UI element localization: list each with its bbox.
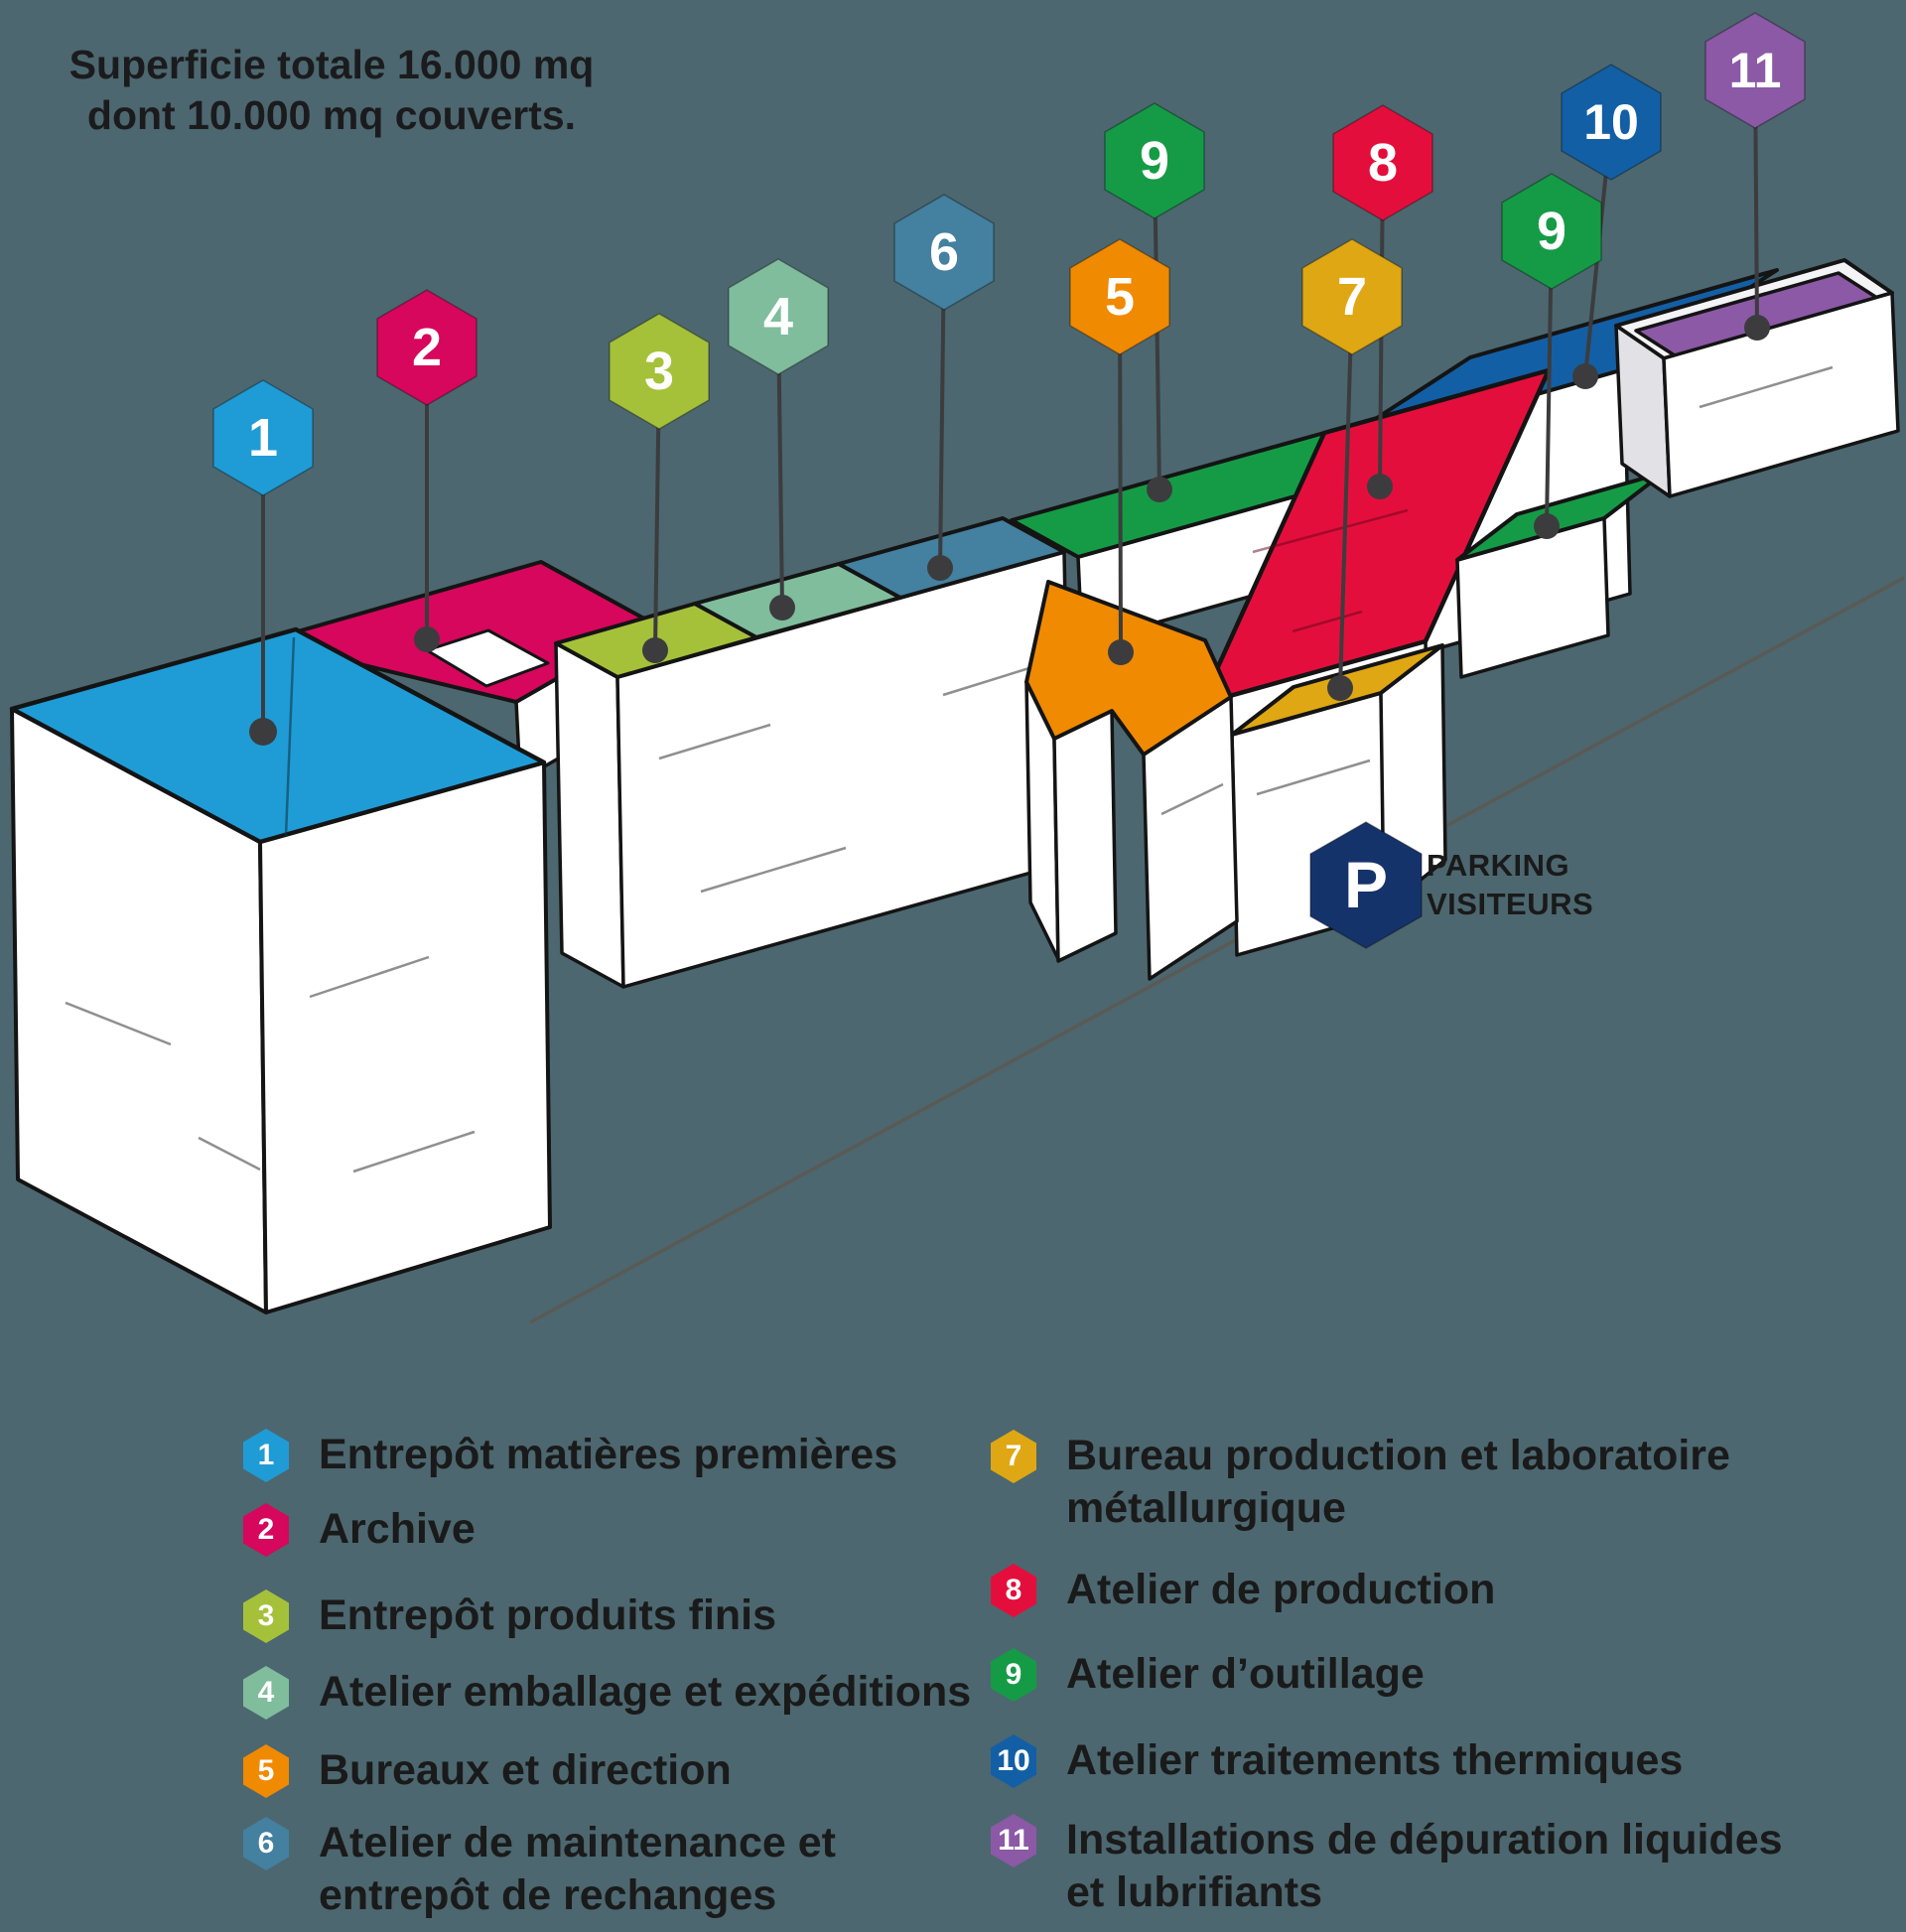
legend-item-1: 1 Entrepôt matières premières	[243, 1429, 897, 1482]
building-8-roof-crease	[1252, 508, 1409, 633]
parking-letter: P	[1344, 848, 1388, 921]
building-1-roof	[9, 626, 547, 845]
legend-hex-9: 9	[991, 1648, 1036, 1702]
legend-hex-1: 1	[243, 1429, 289, 1482]
legend-item-5: 5 Bureaux et direction	[243, 1744, 732, 1798]
legend-label-6: Atelier de maintenance et entrepôt de re…	[319, 1819, 836, 1919]
map-badge-4: 4	[728, 258, 829, 375]
legend-item-3: 3 Entrepôt produits finis	[243, 1589, 776, 1643]
parking-hexagon-icon	[1309, 821, 1423, 949]
map-badges: 1 2 3 4 6 9 5	[212, 12, 1806, 496]
legend-label-9: Atelier d’outillage	[1066, 1650, 1425, 1698]
svg-text:7: 7	[1337, 267, 1367, 327]
building-7-wall-sketch	[1256, 759, 1371, 796]
block-wall-sketch	[658, 665, 1033, 894]
legend-hex-3: 3	[243, 1589, 289, 1643]
access-road-line	[529, 576, 1905, 1324]
legend-label-11: Installations de dépuration liquides et …	[1066, 1816, 1783, 1916]
legend-item-7: 7 Bureau production et laboratoire métal…	[991, 1430, 1730, 1535]
legend-hex-11: 11	[991, 1814, 1036, 1867]
map-badge-8: 8	[1332, 104, 1433, 221]
legend-hex-7: 7	[991, 1430, 1036, 1483]
legend-item-2: 2 Archive	[243, 1503, 476, 1557]
legend-label-10: Atelier traitements thermiques	[1066, 1736, 1684, 1784]
map-badge-9-west: 9	[1104, 102, 1205, 219]
building-1-roof-crease	[284, 636, 296, 837]
map-badge-1: 1	[212, 379, 314, 496]
map-badge-5: 5	[1069, 238, 1170, 355]
svg-text:10: 10	[1583, 94, 1639, 150]
svg-text:2: 2	[412, 318, 442, 377]
legend-label-5: Bureaux et direction	[319, 1746, 732, 1794]
legend-label-7: Bureau production et laboratoire métallu…	[1066, 1432, 1730, 1532]
building-1-right-wall	[258, 760, 552, 1314]
legend-label-2: Archive	[319, 1505, 476, 1553]
building-9e-roof	[1455, 471, 1666, 562]
legend-label-4: Atelier emballage et expéditions	[319, 1668, 972, 1716]
surface-note-line1: Superficie totale 16.000 mq	[68, 42, 595, 87]
svg-text:3: 3	[644, 342, 674, 401]
legend-label-1: Entrepôt matières premières	[319, 1431, 898, 1478]
building-5-roof	[1024, 580, 1233, 757]
building-6-roof	[837, 516, 1066, 600]
building-5-notch-wall	[1052, 709, 1118, 963]
svg-text:5: 5	[1105, 267, 1135, 327]
map-badge-3: 3	[609, 313, 710, 430]
building-11-wall-sketch	[1699, 365, 1834, 409]
svg-text:6: 6	[929, 222, 959, 282]
map-badge-2: 2	[376, 289, 477, 406]
building-block-3-4-6	[554, 516, 1072, 989]
map-badge-9-east: 9	[1501, 173, 1602, 290]
building-purification	[1614, 258, 1900, 498]
map-badge-10: 10	[1561, 64, 1662, 181]
building-2-courtyard	[425, 628, 550, 688]
building-11-front-wall	[1662, 291, 1900, 498]
svg-text:11: 11	[1729, 43, 1782, 98]
legend-label-3: Entrepôt produits finis	[319, 1591, 777, 1639]
legend-item-9: 9 Atelier d’outillage	[991, 1648, 1425, 1702]
svg-text:9: 9	[1537, 202, 1566, 261]
building-5-wall-sketch	[1160, 782, 1224, 816]
parking-badge: P	[1309, 821, 1423, 949]
legend-hex-6: 6	[243, 1817, 289, 1870]
building-8-roof	[1198, 367, 1552, 707]
building-raw-materials	[9, 626, 552, 1314]
svg-text:8: 8	[1368, 133, 1398, 193]
legend-hex-4: 4	[243, 1666, 289, 1720]
legend-item-10: 10 Atelier traitements thermiques	[991, 1734, 1683, 1788]
building-offices	[1024, 580, 1239, 981]
surface-note: Superficie totale 16.000 mq dont 10.000 …	[64, 40, 600, 141]
map-badge-6: 6	[893, 194, 995, 311]
map-badge-7: 7	[1301, 238, 1403, 355]
legend-item-11: 11 Installations de dépuration liquides …	[991, 1814, 1783, 1919]
legend-item-6: 6 Atelier de maintenance et entrepôt de …	[243, 1817, 836, 1922]
parking-label: PARKING VISITEURS	[1427, 846, 1593, 923]
marker-dots	[249, 315, 1770, 746]
legend-label-8: Atelier de production	[1066, 1566, 1496, 1613]
legend-hex-5: 5	[243, 1744, 289, 1798]
svg-text:9: 9	[1140, 131, 1169, 191]
legend-hex-2: 2	[243, 1503, 289, 1557]
svg-text:1: 1	[248, 408, 278, 468]
svg-text:4: 4	[763, 287, 793, 346]
legend-item-4: 4 Atelier emballage et expéditions	[243, 1666, 971, 1720]
legend-hex-10: 10	[991, 1734, 1036, 1788]
surface-note-line2: dont 10.000 mq couverts.	[86, 92, 577, 138]
building-1-wall-sketch	[65, 955, 476, 1173]
legend-hex-8: 8	[991, 1564, 1036, 1617]
block-left-wall	[554, 641, 625, 989]
map-badge-11: 11	[1704, 12, 1806, 129]
parking-label-line2: VISITEURS	[1427, 887, 1594, 921]
parking-label-line1: PARKING	[1427, 848, 1570, 883]
legend-item-8: 8 Atelier de production	[991, 1564, 1495, 1617]
